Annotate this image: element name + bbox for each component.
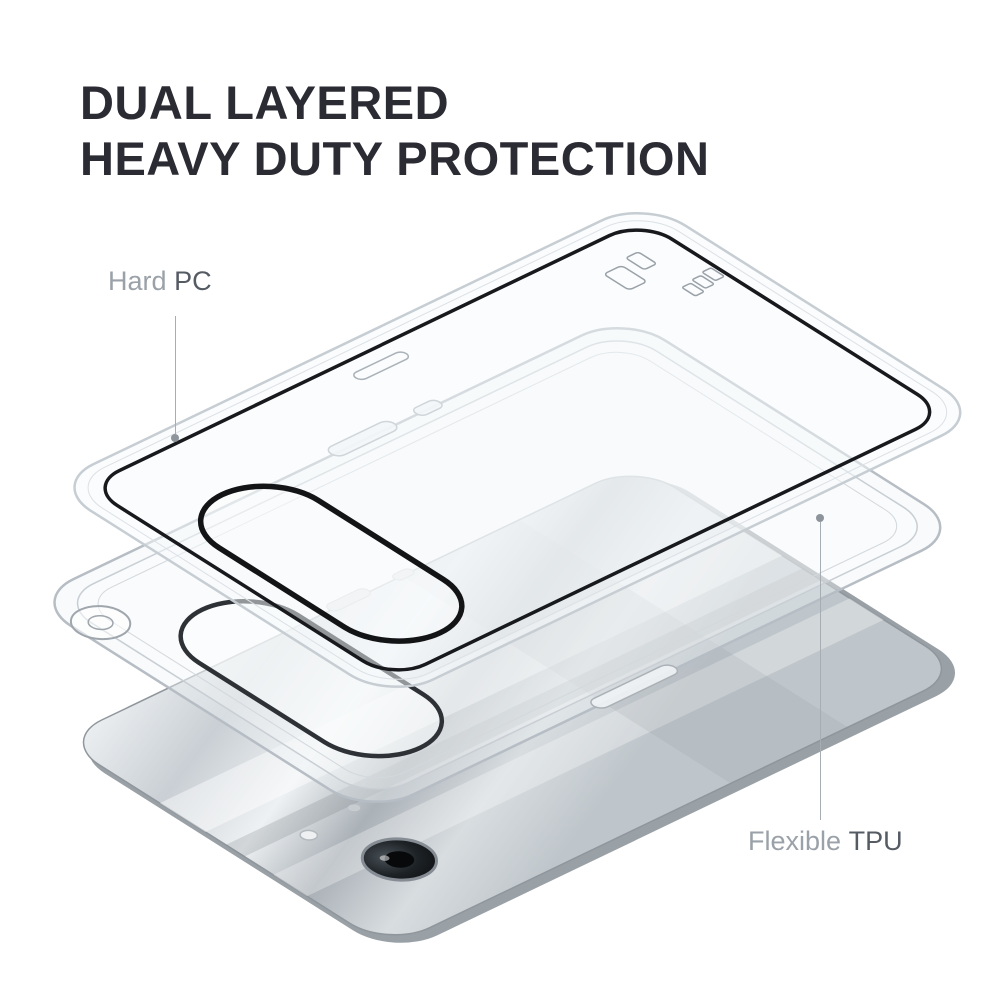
phone-reflections [141, 508, 920, 905]
pc-detail-cutout-2 [626, 252, 657, 270]
pc-detail-notch [351, 350, 412, 381]
camera-lens-glint [379, 855, 390, 861]
pc-camera-cutout [173, 471, 490, 657]
hard-pc-leader-line [175, 316, 176, 434]
tpu-port-cutout [587, 663, 682, 710]
laser-af-sensor [347, 804, 361, 812]
phone-layer [25, 436, 956, 943]
flexible-tpu-label-prefix: Flexible [748, 826, 842, 856]
tpu-corner-bumper [59, 599, 143, 645]
page-title: DUAL LAYERED HEAVY DUTY PROTECTION [80, 75, 709, 186]
pc-speaker-marks [677, 268, 730, 296]
pc-plate-rim [67, 209, 969, 691]
flexible-tpu-label-material: TPU [848, 826, 903, 856]
hard-pc-leader-dot [171, 434, 179, 442]
title-line-2: HEAVY DUTY PROTECTION [80, 131, 710, 185]
flexible-tpu-leader-dot [816, 514, 824, 522]
pc-plate-black-frame [87, 220, 948, 680]
hard-pc-label-material: PC [174, 266, 212, 296]
camera-flash [297, 828, 321, 842]
tpu-corner-bumper-inner [83, 613, 118, 632]
camera-lens-inner [384, 851, 415, 868]
title-line-1: DUAL LAYERED [80, 76, 450, 130]
flexible-tpu-leader-line [820, 522, 821, 820]
hard-pc-label-prefix: Hard [108, 266, 167, 296]
pc-plate [50, 200, 985, 700]
pc-detail-cutout-1 [604, 265, 647, 290]
hard-pc-layer [50, 200, 985, 700]
